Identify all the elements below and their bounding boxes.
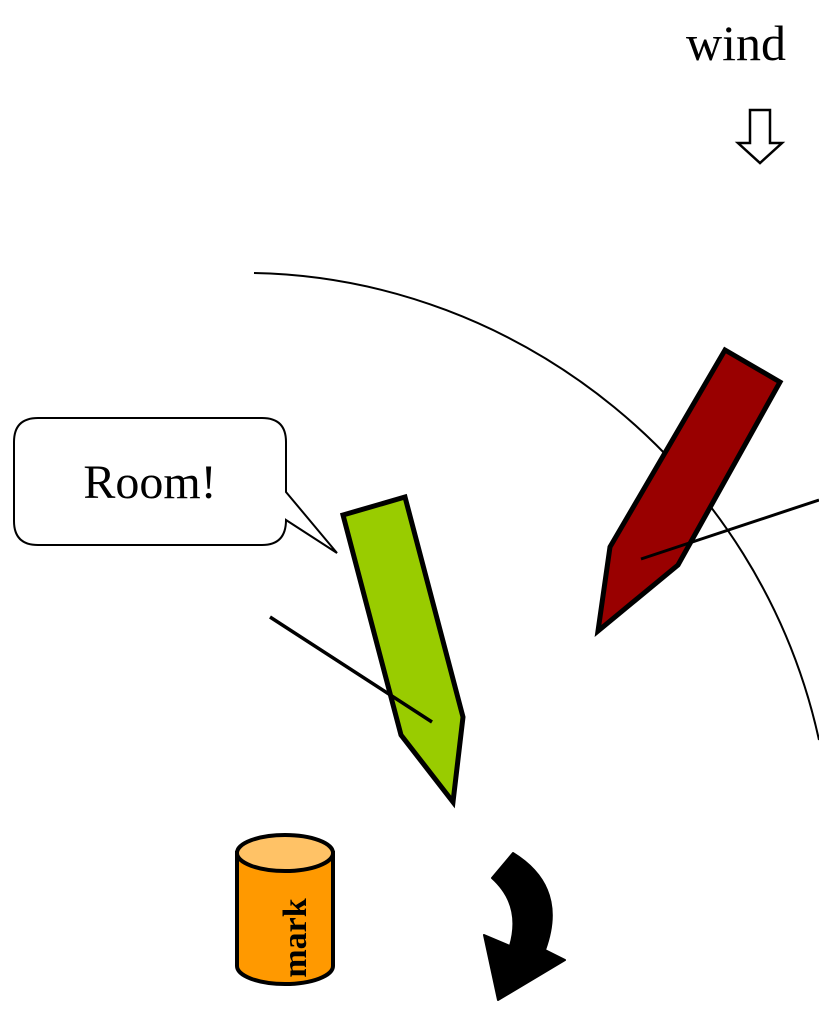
mark-label: mark — [277, 898, 314, 977]
speech-bubble — [13, 417, 338, 554]
red-boat-boom — [640, 498, 819, 561]
mark-buoy: mark — [235, 833, 335, 986]
wind-label: wind — [686, 15, 786, 71]
down-arrow-outline-icon — [734, 108, 786, 165]
curved-arrow-icon — [483, 852, 566, 1001]
red-boat — [594, 346, 784, 638]
green-boat-boom — [269, 615, 433, 724]
mark-buoy-body — [235, 851, 335, 986]
mark-buoy-top — [235, 833, 335, 873]
speech-bubble-text: Room! — [83, 456, 216, 509]
green-boat — [339, 493, 466, 809]
zone-circle-arc — [253, 272, 819, 741]
